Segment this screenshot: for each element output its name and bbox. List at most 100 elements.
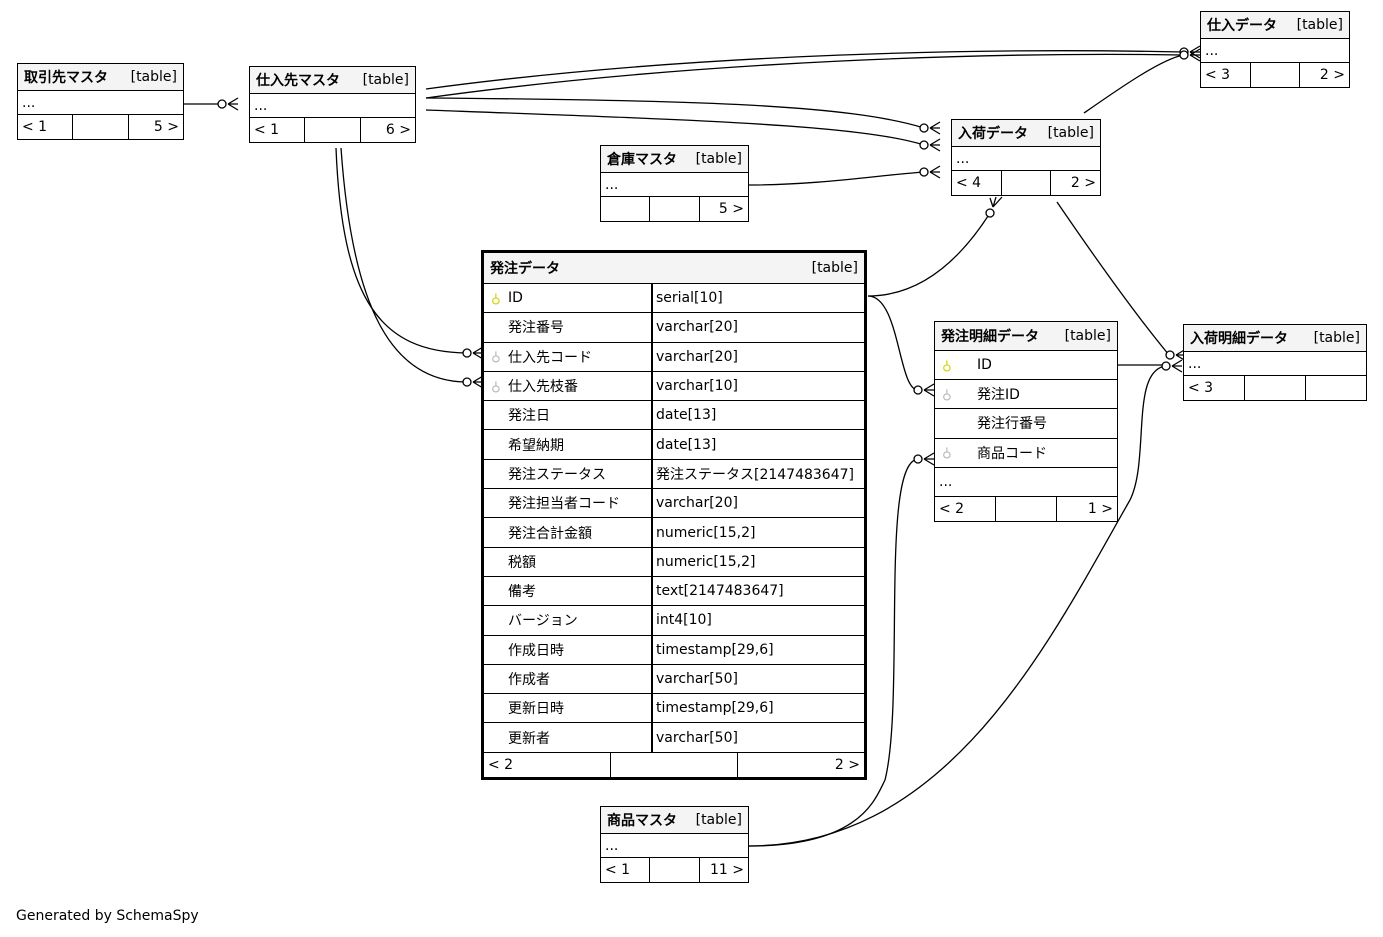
- column-name-cell: 発注合計金額: [484, 518, 651, 546]
- column-name-cell: ...: [1201, 39, 1349, 62]
- column-type: text[2147483647]: [651, 576, 864, 606]
- column-type: date[13]: [651, 401, 864, 430]
- crows-foot-marker: [1171, 359, 1183, 373]
- column-name: 備考: [508, 584, 536, 601]
- table-tag: [table]: [362, 72, 409, 88]
- children-count[interactable]: 2 >: [1299, 63, 1349, 87]
- table-footer-spacer: [304, 118, 359, 142]
- table-tag: [table]: [811, 260, 858, 276]
- column-type: int4[10]: [651, 606, 864, 635]
- table-name: 入荷データ: [958, 126, 1028, 142]
- column-name: ...: [254, 97, 268, 114]
- table-footer: < 3: [1184, 376, 1366, 400]
- zero-marker: [985, 208, 995, 218]
- zero-marker: [1179, 50, 1189, 60]
- column-row[interactable]: ...: [601, 834, 748, 858]
- column-name-cell: 更新者: [484, 723, 651, 751]
- edge-hacchu-hacchumeisai: [867, 295, 919, 391]
- column-row[interactable]: ...: [1184, 352, 1366, 376]
- column-row[interactable]: ⚲商品コード: [935, 439, 1117, 468]
- parents-count[interactable]: < 3: [1188, 380, 1214, 396]
- parents-count[interactable]: < 4: [956, 175, 982, 191]
- column-name-cell: ⚲商品コード: [935, 439, 1117, 467]
- table-shiiresaki[interactable]: 仕入先マスタ [table]... < 1 6 >: [249, 66, 416, 143]
- children-count[interactable]: 1 >: [1056, 496, 1117, 521]
- column-type: varchar[20]: [651, 342, 864, 371]
- column-row[interactable]: 発注ステータス発注ステータス[2147483647]: [484, 459, 864, 490]
- column-name: 希望納期: [508, 437, 564, 454]
- children-count[interactable]: 5 >: [127, 115, 183, 139]
- column-type: serial[10]: [651, 284, 864, 313]
- children-count[interactable]: 11 >: [698, 858, 748, 882]
- column-row[interactable]: ...: [601, 173, 748, 197]
- table-footer-spacer: [649, 197, 698, 221]
- children-count[interactable]: 2 >: [737, 752, 864, 777]
- table-header: 入荷データ[table]: [952, 120, 1100, 147]
- column-row[interactable]: ⚲発注ID: [935, 380, 1117, 410]
- table-name: 発注明細データ: [941, 329, 1039, 345]
- table-footer-spacer: [72, 115, 127, 139]
- children-count[interactable]: 6 >: [359, 118, 415, 142]
- column-row[interactable]: 作成者 varchar[50]: [484, 664, 864, 695]
- children-count[interactable]: [1305, 376, 1366, 400]
- table-name: 発注データ: [490, 261, 560, 277]
- parents-count[interactable]: [601, 197, 649, 221]
- table-nyuka[interactable]: 入荷データ[table]... < 4 2 >: [951, 119, 1101, 196]
- parents-count[interactable]: < 1: [22, 119, 48, 135]
- parents-count[interactable]: < 1: [254, 122, 280, 138]
- column-row[interactable]: ...: [952, 147, 1100, 171]
- parents-count[interactable]: < 1: [605, 862, 631, 878]
- edge-shiiresaki-hacchu-1: [335, 147, 468, 354]
- children-count[interactable]: 2 >: [1050, 171, 1100, 195]
- parents-count[interactable]: < 3: [1205, 67, 1231, 83]
- table-souko[interactable]: 倉庫マスタ[table]...5 >: [600, 145, 749, 222]
- column-name: ...: [1188, 355, 1202, 372]
- column-row[interactable]: ⚲ID: [935, 351, 1117, 381]
- table-torihikisaki[interactable]: 取引先マスタ[table]... < 1 5 >: [17, 63, 184, 140]
- column-name: 仕入先コード: [508, 349, 592, 366]
- table-footer: < 4 2 >: [952, 171, 1100, 195]
- parents-count[interactable]: < 2: [488, 756, 514, 773]
- column-row[interactable]: ...: [18, 91, 183, 115]
- column-type: varchar[50]: [651, 664, 864, 694]
- column-name-cell: ⚲仕入先枝番: [484, 372, 651, 400]
- table-header: 取引先マスタ[table]: [18, 64, 183, 91]
- column-name: ...: [939, 473, 953, 490]
- column-row[interactable]: 備考 text[2147483647]: [484, 576, 864, 607]
- column-name-cell: ...: [952, 147, 1100, 170]
- column-name-cell: ...: [935, 468, 1117, 496]
- children-count[interactable]: 5 >: [698, 197, 748, 221]
- column-row[interactable]: ...: [250, 94, 415, 118]
- column-row[interactable]: ...: [1201, 39, 1349, 63]
- column-row[interactable]: ...: [935, 468, 1117, 497]
- column-name-cell: バージョン: [484, 606, 651, 634]
- column-row[interactable]: 発注行番号: [935, 409, 1117, 439]
- edge-shiiresaki-shiire-1: [425, 50, 1184, 90]
- column-name-cell: ...: [601, 834, 748, 857]
- column-type: varchar[10]: [651, 371, 864, 401]
- table-name: 仕入先マスタ: [256, 73, 340, 89]
- column-name: 作成者: [508, 672, 550, 688]
- edge-shiiresaki-shiire-2: [425, 53, 1184, 99]
- column-name: 発注合計金額: [508, 525, 592, 542]
- table-nyuka_meisai[interactable]: 入荷明細データ[table]...< 3: [1183, 324, 1367, 401]
- parents-count[interactable]: < 2: [939, 500, 965, 517]
